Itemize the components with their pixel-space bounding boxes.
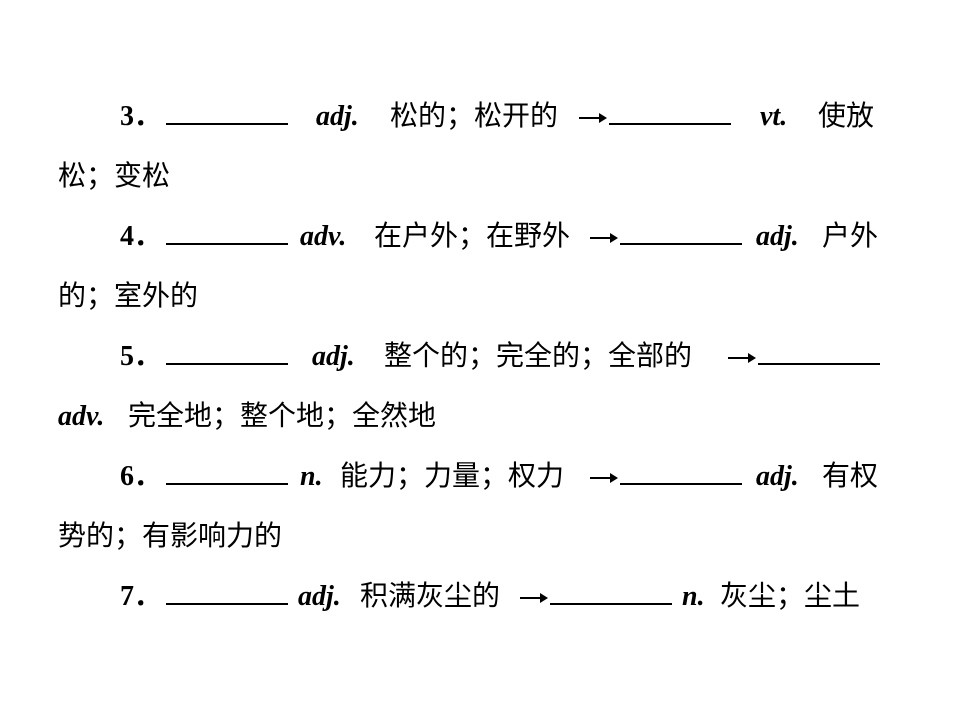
item-3-blank-1[interactable] xyxy=(166,92,288,140)
item-5-meaning-1: 整个的；完全的；全部的 xyxy=(384,339,693,372)
item-3-pos-2: vt. xyxy=(760,101,788,132)
item-7-blank-2[interactable] xyxy=(550,572,672,620)
item-5-meaning-2: 完全地；整个地；全然地 xyxy=(128,399,437,432)
item-6-pos-1: n. xyxy=(300,461,323,492)
item-3-pos-1: adj. xyxy=(316,101,359,132)
item-5-line-1: 5． adj. 整个的；完全的；全部的 xyxy=(58,332,884,392)
item-4-pos-1: adv. xyxy=(300,221,347,252)
item-3-meaning-2b: 松；变松 xyxy=(58,159,171,192)
item-7-pos-2: n. xyxy=(682,581,705,612)
item-5-pos-2: adv. xyxy=(58,401,105,432)
item-5-pos-1: adj. xyxy=(312,341,355,372)
item-6-pos-2: adj. xyxy=(756,461,799,492)
item-3-number: 3． xyxy=(120,101,163,132)
arrow-icon xyxy=(518,572,548,620)
item-6-blank-1[interactable] xyxy=(166,452,288,500)
item-4-blank-1[interactable] xyxy=(166,212,288,260)
item-6-line-2: 势的；有影响力的 xyxy=(58,512,884,572)
item-4-meaning-1: 在户外；在野外 xyxy=(374,219,571,252)
item-4-pos-2: adj. xyxy=(756,221,799,252)
item-3-line-2: 松；变松 xyxy=(58,152,884,212)
item-7-number: 7． xyxy=(120,581,163,612)
item-7-blank-1[interactable] xyxy=(166,572,288,620)
arrow-icon xyxy=(577,92,607,140)
item-4-number: 4． xyxy=(120,221,163,252)
item-3-line-1: 3． adj. 松的；松开的 vt. 使放 xyxy=(58,92,884,152)
item-6-meaning-2b: 势的；有影响力的 xyxy=(58,519,283,552)
item-4-meaning-2a: 户外 xyxy=(822,219,879,252)
item-4-line-2: 的；室外的 xyxy=(58,272,884,332)
item-4-line-1: 4． adv. 在户外；在野外 adj. 户外 xyxy=(58,212,884,272)
item-5-number: 5． xyxy=(120,341,163,372)
item-4-blank-2[interactable] xyxy=(620,212,742,260)
item-7-meaning-2: 灰尘；尘土 xyxy=(720,579,861,612)
arrow-icon xyxy=(588,212,618,260)
arrow-icon xyxy=(588,452,618,500)
vocabulary-exercise: 3． adj. 松的；松开的 vt. 使放 松；变松 4． adv. 在户外；在… xyxy=(58,92,884,632)
item-7-meaning-1: 积满灰尘的 xyxy=(360,579,501,612)
item-6-number: 6． xyxy=(120,461,163,492)
item-6-line-1: 6． n. 能力；力量；权力 adj. 有权 xyxy=(58,452,884,512)
item-4-meaning-2b: 的；室外的 xyxy=(58,279,199,312)
item-6-meaning-2a: 有权 xyxy=(822,459,879,492)
item-7-pos-1: adj. xyxy=(298,581,341,612)
arrow-icon xyxy=(726,332,756,380)
item-5-blank-2[interactable] xyxy=(758,332,880,380)
item-3-blank-2[interactable] xyxy=(609,92,731,140)
item-6-blank-2[interactable] xyxy=(620,452,742,500)
item-3-meaning-1: 松的；松开的 xyxy=(390,99,559,132)
item-3-meaning-2a: 使放 xyxy=(818,99,875,132)
item-5-line-2: adv. 完全地；整个地；全然地 xyxy=(58,392,884,452)
item-7-line-1: 7． adj. 积满灰尘的 n. 灰尘；尘土 xyxy=(58,572,884,632)
item-6-meaning-1: 能力；力量；权力 xyxy=(340,459,565,492)
item-5-blank-1[interactable] xyxy=(166,332,288,380)
